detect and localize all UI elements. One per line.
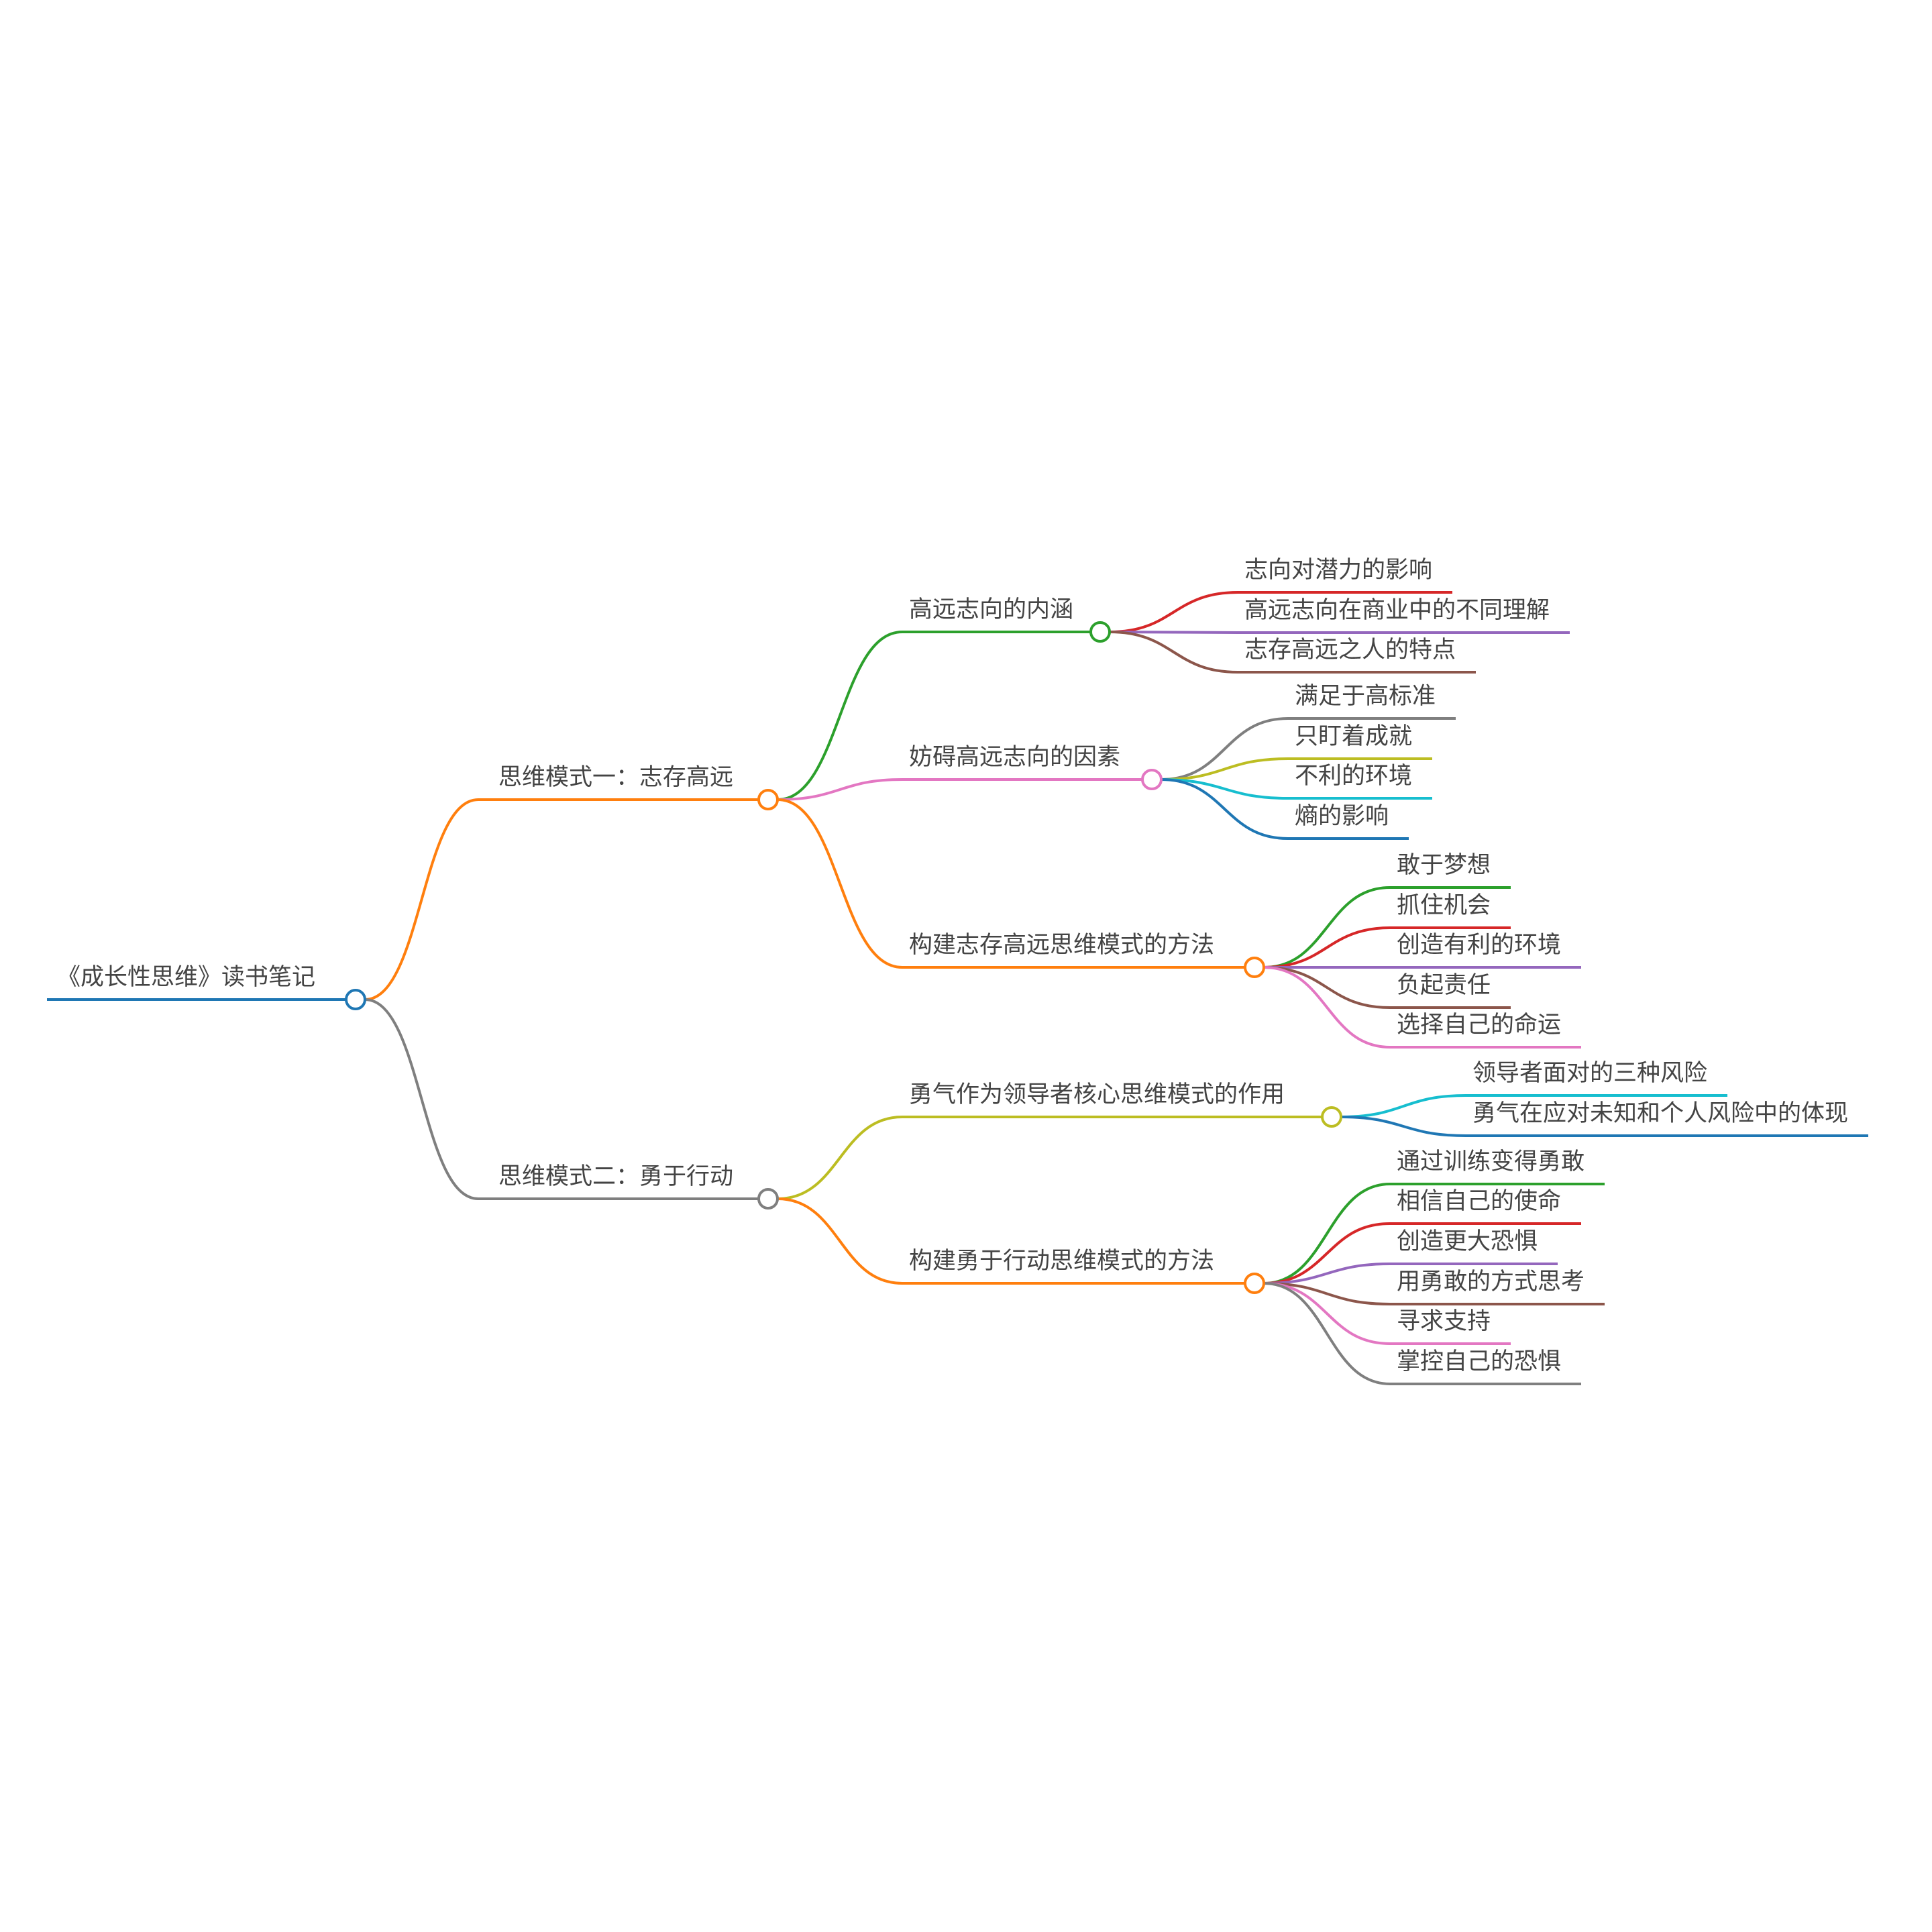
- edge-topic-1-1-to-leaf-5: [1263, 1282, 1391, 1385]
- leaf-1-1-1-label[interactable]: 相信自己的使命: [1397, 1188, 1561, 1215]
- leaf-0-2-4-label[interactable]: 选择自己的命运: [1397, 1012, 1561, 1038]
- edge-branch-0-to-topic-2: [777, 798, 903, 969]
- leaf-0-1-3-label[interactable]: 熵的影响: [1295, 803, 1389, 830]
- leaf-0-0-0-label[interactable]: 志向对潜力的影响: [1244, 557, 1432, 584]
- edge-topic-0-0-to-leaf-2: [1109, 631, 1238, 674]
- topic-0-1-label[interactable]: 妨碍高远志向的因素: [909, 744, 1120, 771]
- leaf-1-0-1-label[interactable]: 勇气在应对未知和个人风险中的体现: [1472, 1100, 1848, 1127]
- edge-topic-0-2-to-leaf-4: [1263, 966, 1391, 1049]
- edge-topic-1-1-to-leaf-2: [1263, 1263, 1391, 1285]
- edge-topic-0-0-to-leaf-0: [1109, 591, 1238, 633]
- leaf-0-2-1-label[interactable]: 抓住机会: [1397, 892, 1491, 919]
- edge-topic-0-2-to-leaf-0: [1263, 886, 1391, 969]
- topic-1-1-label[interactable]: 构建勇于行动思维模式的方法: [909, 1248, 1214, 1275]
- edge-branch-0-to-topic-1: [777, 778, 903, 801]
- topic-1-0-label[interactable]: 勇气作为领导者核心思维模式的作用: [909, 1081, 1285, 1108]
- edge-topic-1-1-to-leaf-4: [1263, 1282, 1391, 1345]
- edge-topic-0-1-to-leaf-2: [1161, 778, 1289, 800]
- branch-0-collapse-toggle[interactable]: [757, 789, 779, 810]
- leaf-0-0-1-label[interactable]: 高远志向在商业中的不同理解: [1244, 597, 1550, 624]
- topic-0-0-label[interactable]: 高远志向的内涵: [909, 596, 1073, 623]
- leaf-0-0-2-label[interactable]: 志存高远之人的特点: [1244, 637, 1456, 663]
- edge-root-to-branch-1: [364, 998, 479, 1200]
- root-collapse-toggle[interactable]: [345, 989, 366, 1010]
- edge-branch-1-to-topic-0: [777, 1116, 903, 1200]
- topic-0-2-label[interactable]: 构建志存高远思维模式的方法: [909, 932, 1214, 959]
- topic-0-0-collapse-toggle[interactable]: [1089, 621, 1111, 643]
- mindmap-edges: [47, 591, 1868, 1385]
- edge-topic-1-0-to-leaf-0: [1340, 1094, 1466, 1118]
- edge-topic-0-2-to-leaf-3: [1263, 966, 1391, 1009]
- edge-topic-1-1-to-leaf-0: [1263, 1183, 1391, 1285]
- branch-1-collapse-toggle[interactable]: [757, 1188, 779, 1210]
- leaf-0-2-0-label[interactable]: 敢于梦想: [1397, 852, 1491, 879]
- root-label[interactable]: 《成长性思维》读书笔记: [57, 964, 315, 991]
- leaf-1-1-0-label[interactable]: 通过训练变得勇敢: [1397, 1148, 1585, 1175]
- edge-branch-0-to-topic-0: [777, 631, 903, 801]
- edge-topic-0-0-to-leaf-1: [1109, 631, 1238, 634]
- leaf-1-1-2-label[interactable]: 创造更大恐惧: [1397, 1228, 1538, 1255]
- leaf-0-2-3-label[interactable]: 负起责任: [1397, 972, 1491, 999]
- topic-0-2-collapse-toggle[interactable]: [1244, 957, 1265, 978]
- branch-1-label[interactable]: 思维模式二：勇于行动: [498, 1163, 733, 1190]
- edge-topic-1-1-to-leaf-1: [1263, 1222, 1391, 1285]
- leaf-1-1-4-label[interactable]: 寻求支持: [1397, 1308, 1491, 1335]
- mindmap-nodes: 《成长性思维》读书笔记 思维模式一：志存高远 高远志向的内涵 志向对潜力的影响高远志向…: [57, 557, 1848, 1375]
- leaf-0-1-0-label[interactable]: 满足于高标准: [1295, 683, 1436, 710]
- branch-0-label[interactable]: 思维模式一：志存高远: [498, 764, 733, 791]
- edge-topic-1-1-to-leaf-3: [1263, 1282, 1391, 1305]
- edge-root-to-branch-0: [364, 798, 479, 1001]
- edge-branch-1-to-topic-1: [777, 1197, 903, 1285]
- edge-topic-0-2-to-leaf-1: [1263, 926, 1391, 969]
- leaf-0-1-1-label[interactable]: 只盯着成就: [1295, 723, 1412, 750]
- leaf-0-1-2-label[interactable]: 不利的环境: [1295, 763, 1412, 790]
- leaf-1-0-0-label[interactable]: 领导者面对的三种风险: [1472, 1060, 1707, 1087]
- topic-0-1-collapse-toggle[interactable]: [1141, 769, 1163, 790]
- edge-topic-0-1-to-leaf-3: [1161, 778, 1289, 840]
- edge-topic-1-0-to-leaf-1: [1340, 1116, 1466, 1137]
- topic-1-0-collapse-toggle[interactable]: [1321, 1106, 1342, 1128]
- edge-topic-0-1-to-leaf-1: [1161, 757, 1289, 781]
- leaf-1-1-3-label[interactable]: 用勇敢的方式思考: [1397, 1269, 1585, 1295]
- leaf-0-2-2-label[interactable]: 创造有利的环境: [1397, 932, 1561, 959]
- leaf-1-1-5-label[interactable]: 掌控自己的恐惧: [1397, 1348, 1561, 1375]
- edge-topic-0-1-to-leaf-0: [1161, 717, 1289, 781]
- topic-1-1-collapse-toggle[interactable]: [1244, 1273, 1265, 1294]
